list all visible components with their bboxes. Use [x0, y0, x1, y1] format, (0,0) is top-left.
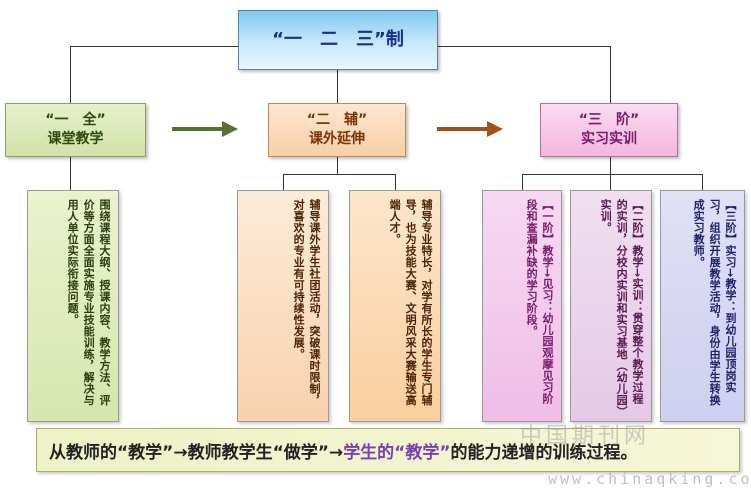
- node-three-stage-line2: 实习实训: [581, 131, 637, 147]
- connector-b2-left: [283, 174, 284, 190]
- connector-root-left: [70, 46, 238, 47]
- node-one-all: “一 全” 课堂教学: [5, 103, 146, 157]
- connector-b1-down: [70, 157, 71, 190]
- node-three-stage: “三 阶” 实习实训: [540, 103, 678, 157]
- watermark-cn: 中国期刊网: [520, 424, 651, 449]
- connector-b3-bar: [522, 174, 702, 175]
- connector-b3-mid: [610, 174, 611, 190]
- summary-part1: 从教师的“教学”→教师教学生“做学”→: [49, 442, 344, 463]
- summary-part3: 的能力递增的训练过程。: [450, 442, 638, 463]
- arrow-right-icon: [437, 121, 503, 137]
- node-one-all-line2: 课堂教学: [47, 131, 104, 147]
- detail-stage-one: 【一阶】教学→见习：幼儿园观摩见习阶段和查漏补缺的学习阶段。: [482, 190, 562, 422]
- node-three-stage-line1: “三 阶”: [578, 112, 640, 129]
- detail-stage-two: 【二阶】教学→实训：贯穿整个教学过程的实训，分校内实训和实习基地（幼儿园）实训。: [570, 190, 652, 422]
- watermark-url: www.chinaqking.com: [548, 470, 751, 488]
- connector-right-down: [610, 46, 611, 103]
- connector-b2-right: [395, 174, 396, 190]
- node-two-aux-line1: “二 辅”: [306, 112, 368, 129]
- root-node: “一 二 三”制: [238, 10, 438, 70]
- node-one-all-line1: “一 全”: [45, 112, 106, 129]
- connector-root-center: [337, 70, 338, 103]
- connector-root-right: [438, 46, 610, 47]
- connector-root-down: [70, 46, 71, 103]
- arrow-right-icon: [172, 121, 238, 137]
- summary-part2: 学生的“教学”: [343, 442, 451, 463]
- connector-b2-down: [337, 157, 338, 174]
- connector-b3-down: [610, 157, 611, 174]
- detail-classroom: 围绕课程大纲、授课内容、教学方法、评价等方面全面实施专业技能训练，解决与用人单位…: [27, 190, 119, 422]
- connector-b3-right: [702, 174, 703, 190]
- connector-b3-left: [522, 174, 523, 190]
- connector-b2-bar: [283, 174, 395, 175]
- summary-banner: 从教师的“教学”→教师教学生“做学”→ 学生的“教学” 的能力递增的训练过程。: [36, 428, 740, 472]
- root-label: “一 二 三”制: [272, 28, 404, 50]
- detail-specialty: 辅导专业特长，对学有所长的学生专门辅导，也为技能大赛、文明风采大赛输送高端人才。: [349, 190, 441, 422]
- detail-club: 辅导课外学生社团活动，突破课时限制，对喜欢的专业有可持续性发展。: [237, 190, 329, 422]
- detail-stage-three: 【三阶】实习→教学：到幼儿园顶岗实习，组织开展教学活动，身份由学生转换成实习教师…: [660, 190, 745, 422]
- node-two-aux-line2: 课外延伸: [309, 131, 365, 147]
- node-two-aux: “二 辅” 课外延伸: [268, 103, 406, 157]
